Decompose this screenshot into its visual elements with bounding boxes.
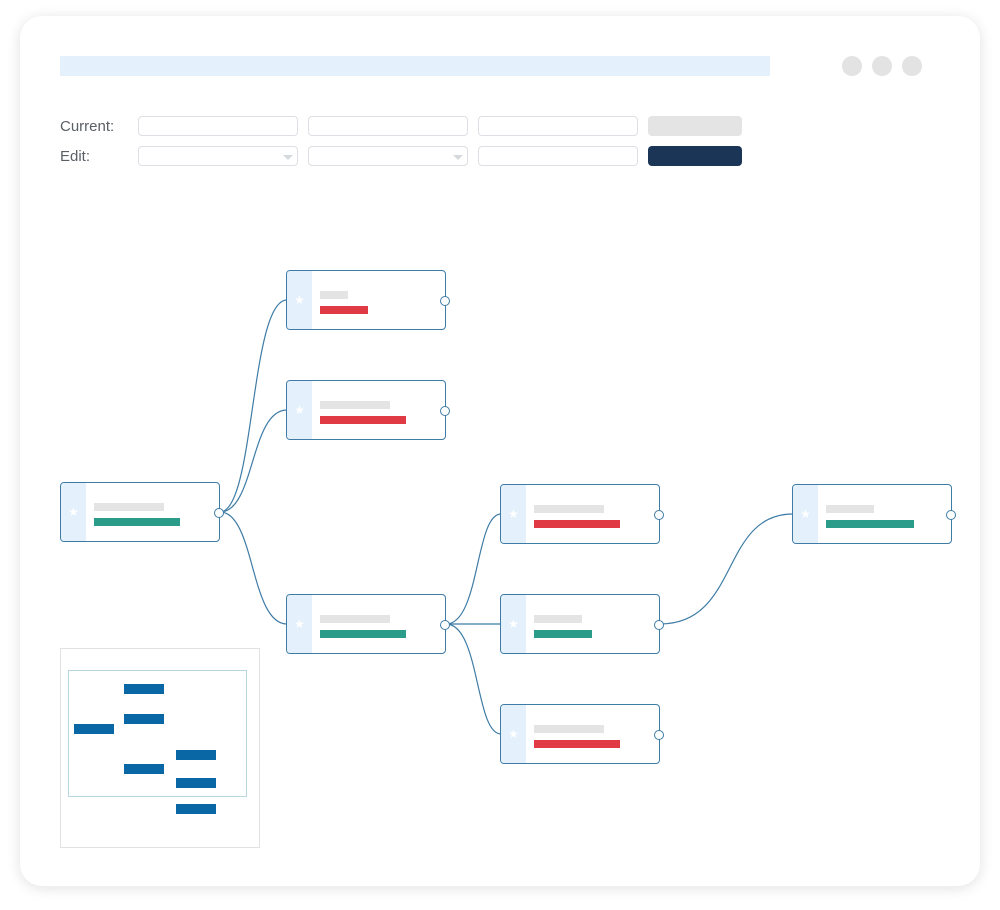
node-grandchild-1[interactable]: ★	[500, 484, 664, 544]
star-icon: ★	[294, 293, 305, 307]
status-bar	[320, 416, 406, 424]
node-child-1[interactable]: ★	[286, 270, 450, 330]
star-icon: ★	[68, 505, 79, 519]
edge-root-child-3	[219, 511, 288, 625]
minimap-node	[176, 750, 216, 760]
status-bar	[94, 518, 180, 526]
node-title-placeholder	[320, 291, 348, 299]
minimap-node	[124, 714, 164, 724]
edge-root-child-2	[219, 409, 288, 513]
address-bar[interactable]	[60, 56, 770, 76]
edit-select-1[interactable]	[138, 146, 298, 166]
output-port[interactable]	[654, 510, 664, 520]
minimap-viewport[interactable]	[68, 670, 247, 797]
output-port[interactable]	[440, 620, 450, 630]
star-icon: ★	[294, 617, 305, 631]
edge-child-3-grandchild-3	[445, 623, 502, 735]
current-label: Current:	[60, 118, 115, 135]
output-port[interactable]	[946, 510, 956, 520]
minimap-node	[176, 804, 216, 814]
status-bar	[826, 520, 914, 528]
edit-select-2[interactable]	[308, 146, 468, 166]
star-icon: ★	[294, 403, 305, 417]
edge-root-child-1	[219, 299, 288, 513]
edit-field-3[interactable]	[478, 146, 638, 166]
star-icon: ★	[800, 507, 811, 521]
current-field-2[interactable]	[308, 116, 468, 136]
minimap[interactable]	[60, 648, 260, 848]
node-title-placeholder	[94, 503, 164, 511]
node-title-placeholder	[534, 615, 582, 623]
minimap-node	[74, 724, 114, 734]
edge-grandchild-2-leaf-1	[659, 513, 794, 625]
node-leaf-1[interactable]: ★	[792, 484, 956, 544]
output-port[interactable]	[654, 620, 664, 630]
window-dot-3[interactable]	[902, 56, 922, 76]
current-field-1[interactable]	[138, 116, 298, 136]
window-dot-2[interactable]	[872, 56, 892, 76]
output-port[interactable]	[440, 296, 450, 306]
save-button[interactable]	[648, 146, 742, 166]
minimap-node	[176, 778, 216, 788]
star-icon: ★	[508, 617, 519, 631]
current-action-button[interactable]	[648, 116, 742, 136]
status-bar	[534, 520, 620, 528]
current-field-3[interactable]	[478, 116, 638, 136]
node-child-3[interactable]: ★	[286, 594, 450, 654]
node-root[interactable]: ★	[60, 482, 224, 542]
status-bar	[320, 630, 406, 638]
node-title-placeholder	[320, 615, 390, 623]
minimap-node	[124, 684, 164, 694]
star-icon: ★	[508, 727, 519, 741]
status-bar	[534, 630, 592, 638]
node-grandchild-2[interactable]: ★	[500, 594, 664, 654]
node-title-placeholder	[534, 725, 604, 733]
edge-child-3-grandchild-1	[445, 513, 502, 625]
minimap-node	[124, 764, 164, 774]
node-grandchild-3[interactable]: ★	[500, 704, 664, 764]
output-port[interactable]	[440, 406, 450, 416]
output-port[interactable]	[654, 730, 664, 740]
node-title-placeholder	[826, 505, 874, 513]
node-title-placeholder	[534, 505, 604, 513]
output-port[interactable]	[214, 508, 224, 518]
edit-label: Edit:	[60, 148, 91, 165]
status-bar	[534, 740, 620, 748]
status-bar	[320, 306, 368, 314]
star-icon: ★	[508, 507, 519, 521]
window-dot-1[interactable]	[842, 56, 862, 76]
node-child-2[interactable]: ★	[286, 380, 450, 440]
node-title-placeholder	[320, 401, 390, 409]
